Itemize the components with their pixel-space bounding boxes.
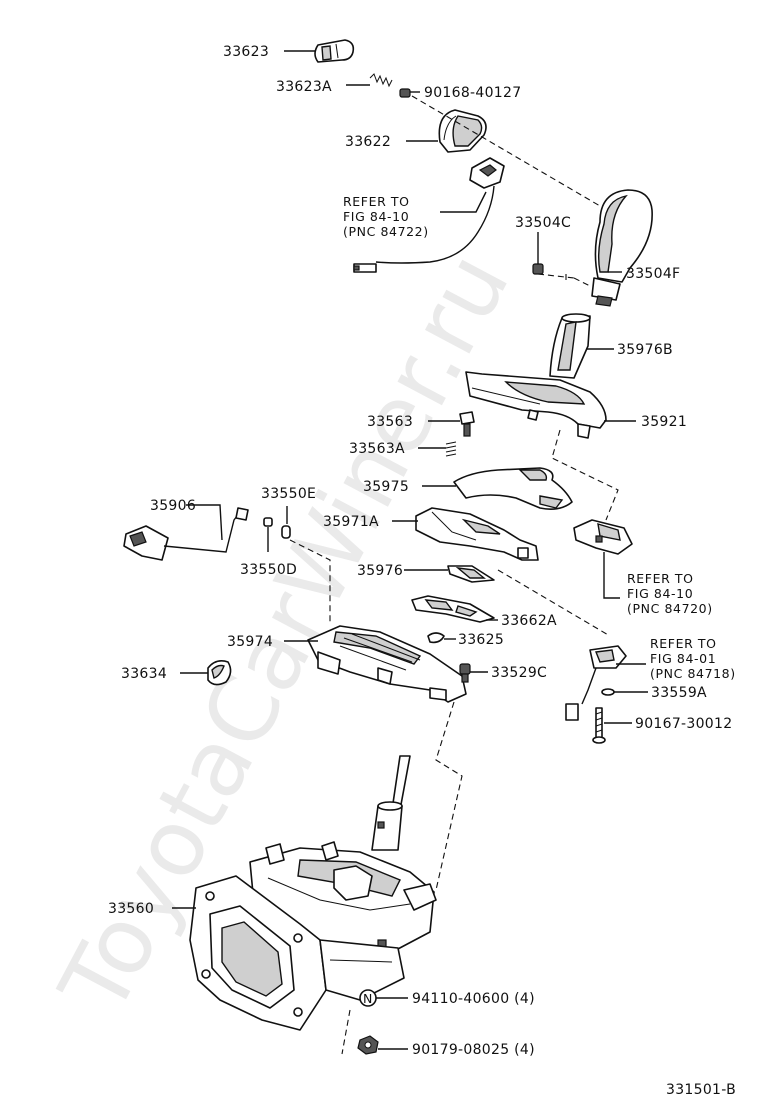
part-33559A-ring: [601, 688, 615, 696]
part-selector-block: [573, 519, 633, 555]
part-35974-indicator-housing: [307, 625, 467, 703]
label-35974: 35974: [227, 634, 273, 650]
label-33550E: 33550E: [261, 486, 316, 502]
part-33625-clip: [427, 632, 445, 644]
label-35976: 35976: [357, 563, 403, 579]
label-33662A: 33662A: [501, 613, 557, 629]
label-90168-40127: 90168-40127: [424, 85, 521, 101]
part-lever-switch: [565, 645, 627, 721]
label-94110-40600: 94110-40600 (4): [412, 991, 535, 1007]
part-33623-cap: [314, 39, 355, 63]
refer-note-84718: REFER TO FIG 84-01 (PNC 84718): [650, 636, 736, 681]
label-33559A: 33559A: [651, 685, 707, 701]
part-90168-40127-pin: [399, 88, 411, 98]
part-35976B-knob-boot: [549, 313, 591, 379]
refer-84720-line3: (PNC 84720): [627, 601, 713, 616]
part-33662A-plate: [411, 595, 495, 623]
label-90167-30012: 90167-30012: [635, 716, 732, 732]
part-33550D-socket: [263, 517, 273, 527]
refer-84718-line1: REFER TO: [650, 636, 717, 651]
refer-84720-line1: REFER TO: [627, 571, 694, 586]
part-33623A-spring: [369, 73, 393, 88]
part-33504C-bolt: [532, 232, 544, 275]
label-35906: 35906: [150, 498, 196, 514]
refer-84718-line2: FIG 84-01: [650, 651, 716, 666]
part-35975-slide-plate: [453, 467, 573, 510]
part-33529C-bolt: [459, 663, 471, 683]
assembly-dashed-lines: [289, 95, 619, 1055]
label-33634: 33634: [121, 666, 167, 682]
label-33623A: 33623A: [276, 79, 332, 95]
label-33504C: 33504C: [515, 215, 571, 231]
part-35971A-slide-cover: [415, 507, 539, 561]
part-90179-08025-nut: [357, 1035, 379, 1055]
part-33560-shift-lever-assembly: [189, 755, 437, 1031]
n-circle-label: N: [363, 991, 373, 1006]
refer-84718-line3: (PNC 84718): [650, 666, 736, 681]
label-33625: 33625: [458, 632, 504, 648]
part-35976-plate: [447, 565, 495, 583]
refer-84722-line1: REFER TO: [343, 194, 410, 209]
label-35971A: 35971A: [323, 514, 379, 530]
part-35921-bezel: [465, 371, 607, 439]
part-33622-button: [438, 109, 487, 153]
refer-84722-line3: (PNC 84722): [343, 224, 429, 239]
label-35976B: 35976B: [617, 342, 673, 358]
part-33563A-spring: [445, 441, 457, 457]
part-switch-connector: [353, 157, 505, 273]
refer-84722-line2: FIG 84-10: [343, 209, 409, 224]
part-94110-40600-nut-flag: N: [359, 989, 377, 1007]
label-33622: 33622: [345, 134, 391, 150]
part-33634-cap: [207, 660, 232, 686]
label-90179-08025: 90179-08025 (4): [412, 1042, 535, 1058]
refer-note-84720: REFER TO FIG 84-10 (PNC 84720): [627, 571, 713, 616]
label-35921: 35921: [641, 414, 687, 430]
label-33550D: 33550D: [240, 562, 297, 578]
label-33623: 33623: [223, 44, 269, 60]
label-35975: 35975: [363, 479, 409, 495]
part-33504F-shift-knob: [591, 189, 653, 307]
figure-id: 331501-B: [666, 1082, 736, 1098]
part-33550E-bulb: [281, 525, 291, 539]
part-labels: 33623 33623A 90168-40127 33622 33504C 33…: [108, 44, 736, 1098]
part-90167-30012-screw: [592, 707, 606, 744]
label-33504F: 33504F: [626, 266, 680, 282]
leader-lines: [172, 50, 648, 1050]
label-33560: 33560: [108, 901, 154, 917]
part-33563-pin: [459, 411, 475, 437]
label-33563: 33563: [367, 414, 413, 430]
part-35906-lamp-wire: [123, 507, 249, 561]
label-33529C: 33529C: [491, 665, 547, 681]
label-33563A: 33563A: [349, 441, 405, 457]
refer-note-84722: REFER TO FIG 84-10 (PNC 84722): [343, 194, 429, 239]
refer-84720-line2: FIG 84-10: [627, 586, 693, 601]
